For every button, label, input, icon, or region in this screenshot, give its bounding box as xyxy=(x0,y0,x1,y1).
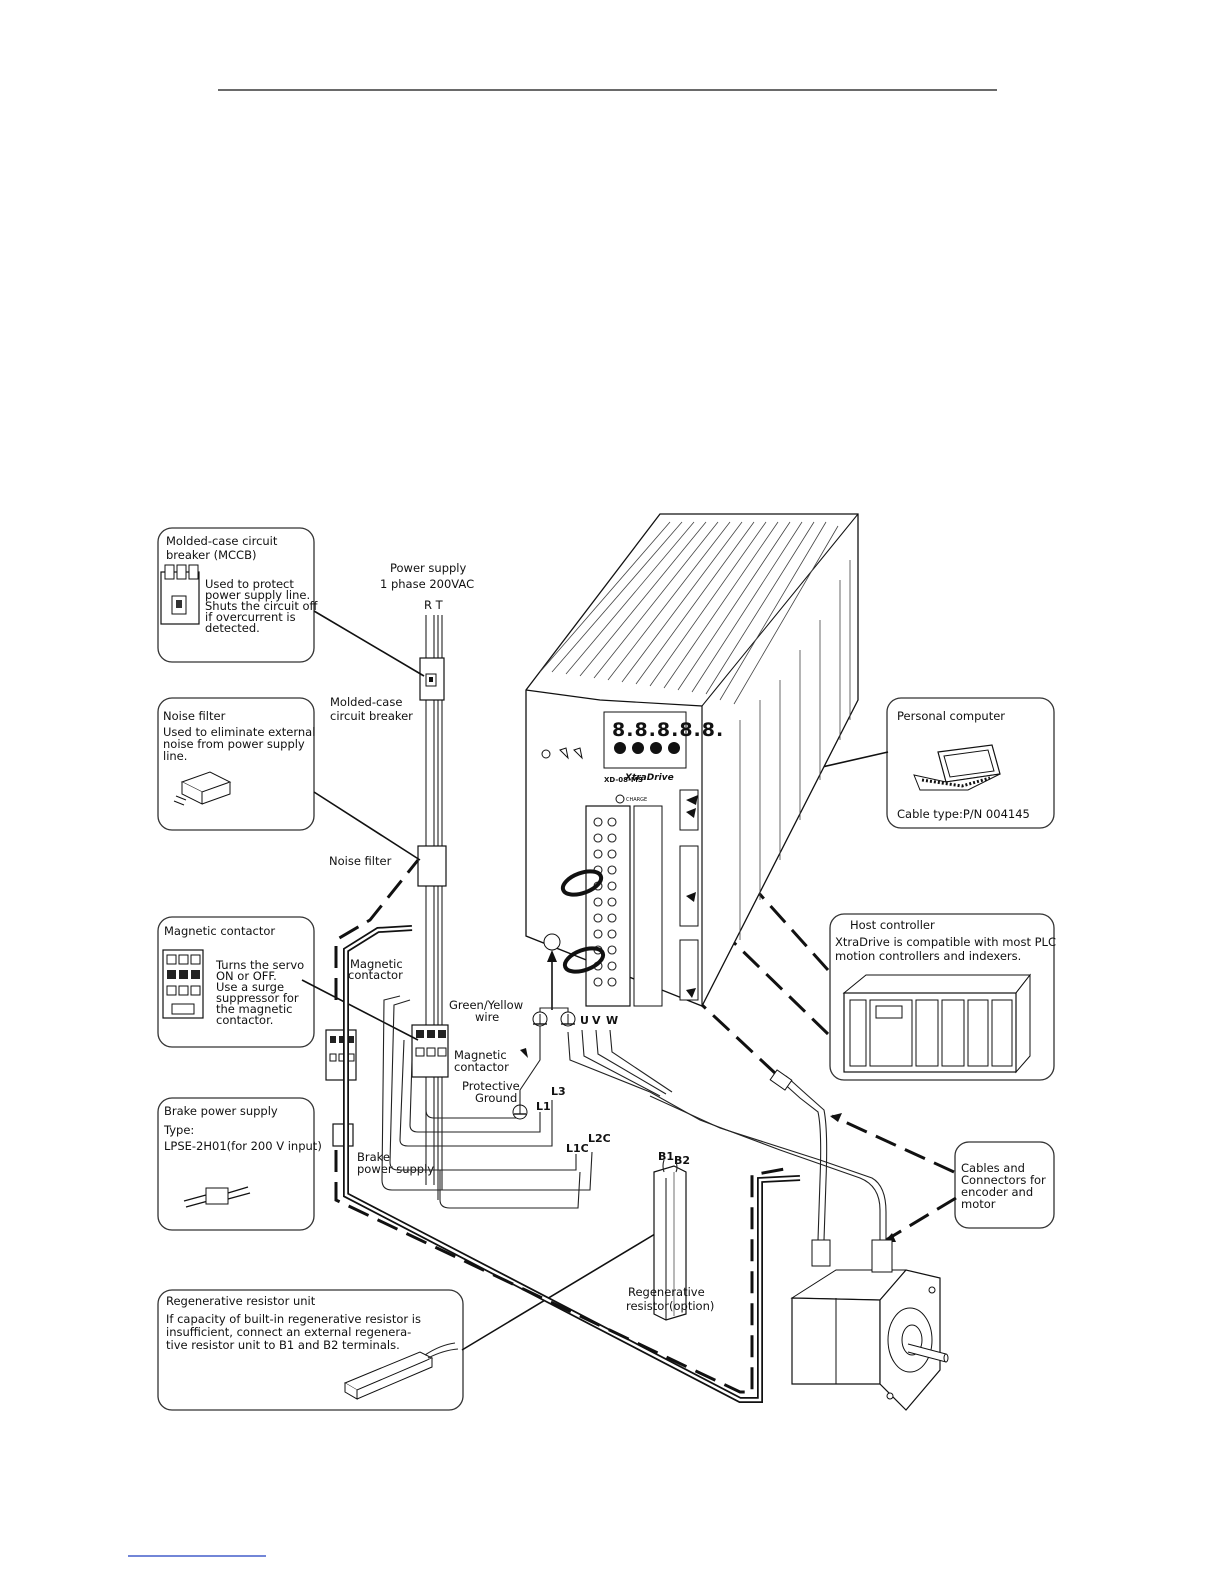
brake-power-supply-box: Brake power supply Type: LPSE-2H01(for 2… xyxy=(157,1097,322,1231)
power-supply-label: Power supply 1 phase 200VAC xyxy=(380,561,474,591)
main-wiring xyxy=(381,995,593,1209)
motor-power-cable xyxy=(567,1029,887,1240)
brake-supply-icon xyxy=(183,1186,251,1208)
drive-side-vents xyxy=(739,560,851,940)
drive-display-panel xyxy=(603,711,687,769)
mccb-box-title: Molded-case circuit breaker (MCCB) xyxy=(166,534,281,562)
host-box-desc: XtraDrive is compatible with most PLC mo… xyxy=(835,935,1060,963)
terminal-w: W xyxy=(606,1014,618,1027)
drive-model: XD-08-MS xyxy=(604,776,643,784)
noise-box-title: Noise filter xyxy=(163,709,226,723)
contactor-box-desc: Turns the servo ON or OFF. Use a surge s… xyxy=(215,958,308,1027)
servo-motor xyxy=(790,1239,949,1411)
jumper-loop-upper xyxy=(560,869,604,897)
regen-resistor-unit-icon xyxy=(343,1342,459,1400)
mccb-icon xyxy=(160,564,200,625)
charge-lamp xyxy=(615,794,625,804)
noise-callout: Noise filter xyxy=(329,854,392,868)
terminal-l2c: L2C xyxy=(588,1132,611,1145)
pc-box-title: Personal computer xyxy=(897,709,1005,723)
laptop-icon xyxy=(913,744,1001,791)
terminal-u: U xyxy=(580,1014,589,1027)
terminal-v: V xyxy=(592,1014,601,1027)
drive-terminal-block xyxy=(585,805,663,1007)
green-yellow-label: Green/Yellow wire xyxy=(449,998,527,1024)
ground-symbol-drive xyxy=(532,1011,548,1027)
noise-filter-device xyxy=(417,845,447,887)
mccb-callout: Molded-case circuit breaker xyxy=(330,695,413,723)
plc-rack-icon xyxy=(842,973,1032,1074)
drive-front-icons xyxy=(541,747,583,760)
mccb-device xyxy=(419,657,445,701)
mccb-box-desc: Used to protect power supply line. Shuts… xyxy=(205,577,321,635)
ground-symbol-motor xyxy=(560,1011,576,1027)
encoder-cable xyxy=(769,1069,828,1241)
brake-box-desc: Type: LPSE-2H01(for 200 V input) xyxy=(163,1123,322,1153)
magnetic-contactor-box: Magnetic contactor Turns the servo ON or… xyxy=(157,916,315,1048)
regenerative-resistor-box: Regenerative resistor unit If capacity o… xyxy=(157,1289,464,1411)
host-controller-box: Host controller XtraDrive is compatible … xyxy=(829,913,1060,1081)
mccb-box: Molded-case circuit breaker (MCCB) Used … xyxy=(157,527,321,663)
seven-segment-display: 8.8.8.8.8. xyxy=(612,719,724,741)
rt-label: R T xyxy=(424,598,444,612)
drive-brand: XtraDrive xyxy=(624,773,674,783)
regen-resistor-option xyxy=(653,1159,687,1321)
brake-box-title: Brake power supply xyxy=(164,1104,278,1118)
drive-keypad-buttons xyxy=(614,742,680,754)
cables-box: Cables and Connectors for encoder and mo… xyxy=(954,1141,1055,1229)
contactor-device-main xyxy=(411,1024,449,1078)
contactor-device-brake xyxy=(325,1029,357,1081)
terminal-l1c: L1C xyxy=(566,1142,589,1155)
cables-box-desc: Cables and Connectors for encoder and mo… xyxy=(961,1161,1049,1211)
contactor-callout-mid: Magnetic contactor xyxy=(454,1048,510,1074)
drive-ground-terminal xyxy=(543,933,561,951)
brake-callout: Brake power supply xyxy=(357,1150,434,1176)
terminal-b2: B2 xyxy=(674,1154,690,1167)
power-lines xyxy=(425,615,443,1200)
regen-box-title: Regenerative resistor unit xyxy=(166,1294,316,1308)
jumper-loop-lower xyxy=(562,946,606,974)
noise-box-desc: Used to eliminate external noise from po… xyxy=(163,725,319,763)
personal-computer-box: Personal computer Cable type:P/N 004145 xyxy=(886,697,1055,829)
terminal-l1: L1 xyxy=(536,1100,551,1113)
servo-drive: 8.8.8.8.8. XtraDrive XD-08-MS CHARGE xyxy=(525,513,859,1007)
host-box-title: Host controller xyxy=(850,918,935,932)
regen-box-desc: If capacity of built-in regenerative res… xyxy=(166,1312,425,1352)
pc-box-desc: Cable type:P/N 004145 xyxy=(897,807,1030,821)
contactor-callout-top: Magnetic contactor xyxy=(348,957,406,982)
drive-connector-ports xyxy=(679,789,699,1001)
charge-label: CHARGE xyxy=(626,797,647,803)
protective-ground-symbol xyxy=(512,1104,528,1120)
protective-ground-label: Protective Ground xyxy=(462,1079,523,1105)
contactor-box-title: Magnetic contactor xyxy=(164,924,275,938)
noise-filter-icon xyxy=(173,771,232,806)
drive-heatsink-fins xyxy=(539,521,839,705)
contactor-icon xyxy=(162,949,204,1019)
terminal-l3: L3 xyxy=(551,1085,566,1098)
regen-callout: Regenerative resistor(option) xyxy=(626,1285,714,1313)
noise-filter-box: Noise filter Used to eliminate external … xyxy=(157,697,319,831)
terminal-b1: B1 xyxy=(658,1150,674,1163)
